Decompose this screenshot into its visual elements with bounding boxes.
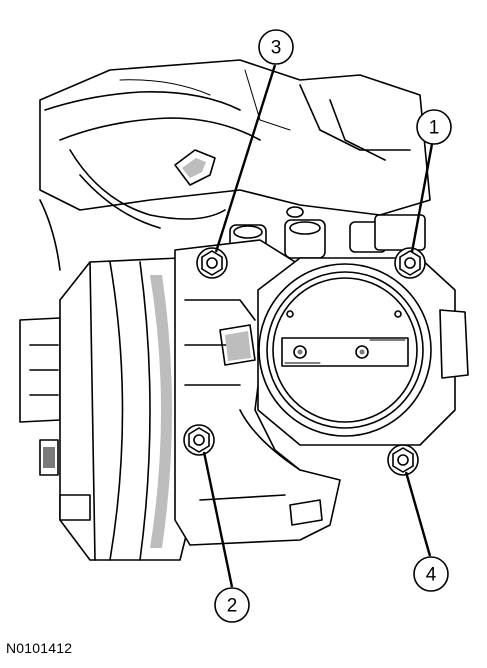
callout-4: 4 <box>413 556 449 592</box>
figure-id-label: N0101412 <box>6 640 73 656</box>
callout-3: 3 <box>258 29 294 65</box>
leader-line-1 <box>410 143 434 253</box>
callout-label-3: 3 <box>271 38 282 59</box>
callout-label-1: 1 <box>429 118 440 139</box>
callout-2: 2 <box>214 587 250 623</box>
bolt-2 <box>183 424 215 456</box>
intake-manifold-background <box>39 59 431 271</box>
leader-line-2 <box>202 451 234 588</box>
callout-label-2: 2 <box>227 596 238 617</box>
leader-line-3 <box>214 64 277 253</box>
leader-line-4 <box>404 471 432 557</box>
bolt-3 <box>196 247 228 279</box>
bolt-1 <box>394 247 426 279</box>
throttle-bore <box>257 257 469 446</box>
callout-1: 1 <box>416 109 452 145</box>
callout-label-4: 4 <box>426 565 437 586</box>
bolt-4 <box>387 444 419 476</box>
left-housing <box>19 257 191 561</box>
leader-lines <box>202 64 434 588</box>
